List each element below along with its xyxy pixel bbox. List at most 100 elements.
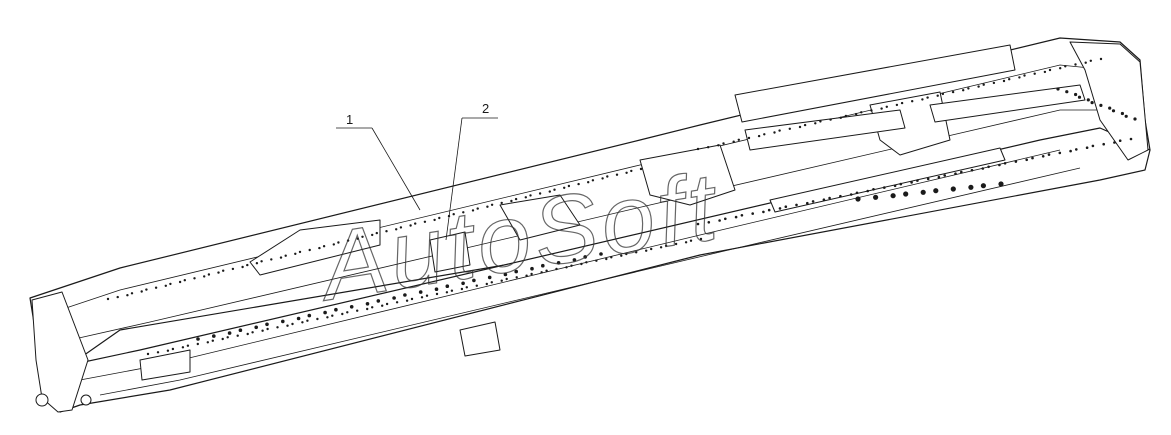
mounting-hole (910, 181, 913, 184)
mounting-hole (696, 222, 700, 226)
mounting-hole (255, 262, 259, 265)
mounting-hole (193, 277, 196, 280)
mounting-hole (116, 295, 119, 299)
mounting-hole (998, 181, 1004, 187)
mounting-hole (572, 258, 577, 262)
mounting-hole (1003, 162, 1007, 165)
mounting-hole (1084, 61, 1087, 64)
mounting-hole (839, 116, 842, 120)
mounting-hole (895, 103, 899, 107)
mounting-hole (435, 292, 439, 296)
mounting-hole (664, 244, 668, 247)
mounting-hole (265, 322, 269, 327)
mounting-hole (883, 186, 886, 189)
mounting-hole (926, 177, 930, 181)
mounting-hole (1014, 160, 1018, 163)
mounting-hole (221, 337, 224, 341)
mounting-hole (500, 279, 503, 282)
mounting-hole (514, 197, 518, 201)
callout-1-label: 1 (346, 112, 353, 127)
mounting-hole (490, 203, 494, 206)
mounting-hole (819, 120, 822, 123)
mounting-hole (1091, 144, 1095, 148)
lower-strap-right (769, 147, 1006, 213)
mounting-hole (1102, 142, 1105, 146)
mounting-hole (385, 302, 389, 306)
mounting-hole (998, 163, 1001, 167)
mounting-hole (291, 322, 294, 326)
mounting-hole (515, 276, 518, 279)
mounting-hole (203, 275, 206, 278)
mounting-hole (795, 203, 798, 207)
mounting-hole (811, 200, 815, 203)
mounting-hole (610, 256, 613, 259)
mounting-hole (950, 186, 956, 192)
mounting-hole (699, 237, 703, 241)
mounting-hole (788, 127, 791, 130)
mounting-hole (591, 179, 595, 182)
mounting-hole (541, 263, 545, 268)
mounting-hole (178, 280, 182, 284)
mounting-hole (1099, 57, 1103, 61)
mounting-hole (1086, 98, 1090, 102)
mounting-hole (524, 196, 527, 199)
mounting-hole (445, 291, 449, 294)
mounting-hole (880, 107, 883, 110)
tow-hook-bolt (80, 394, 92, 406)
mounting-hole (392, 296, 396, 300)
mounting-hole (718, 219, 721, 222)
mounting-hole (445, 284, 450, 289)
mounting-hole (462, 211, 465, 214)
mounting-hole (126, 294, 129, 297)
mounting-hole (460, 287, 464, 291)
reinforcement-plate-upper (734, 44, 1016, 123)
mounting-hole (980, 183, 987, 189)
mounting-hole (1065, 90, 1069, 94)
mounting-hole (414, 222, 417, 225)
mounting-hole (334, 307, 338, 312)
mounting-hole (844, 114, 848, 118)
mounting-hole (943, 174, 946, 177)
mounting-hole (238, 328, 243, 333)
mounting-hole (1025, 158, 1028, 162)
mounting-hole (806, 201, 809, 205)
mounting-hole (365, 302, 370, 306)
mounting-hole (505, 277, 508, 281)
mounting-hole (639, 167, 643, 171)
mounting-hole (375, 231, 378, 235)
mounting-hole (276, 326, 279, 329)
mounting-hole (981, 167, 985, 170)
mounting-hole (1074, 63, 1077, 66)
mounting-hole (331, 314, 334, 317)
mounting-hole (937, 175, 941, 179)
suspension-bracket-lower (459, 321, 501, 357)
mounting-hole (570, 264, 573, 267)
mounting-hole (684, 241, 688, 244)
mounting-hole (525, 274, 528, 277)
mounting-hole (814, 122, 817, 125)
mounting-hole (855, 196, 861, 202)
mounting-hole (954, 172, 957, 175)
frame-rail-assembly (29, 37, 1151, 413)
mounting-hole (778, 129, 781, 132)
mounting-hole (751, 212, 754, 215)
mounting-hole (587, 181, 590, 184)
mounting-hole (260, 260, 263, 263)
mounting-hole (206, 341, 209, 344)
mounting-hole (580, 262, 583, 266)
mounting-hole (438, 216, 441, 220)
mounting-hole (849, 193, 853, 196)
mounting-hole (349, 305, 354, 309)
mounting-hole (650, 247, 653, 251)
mounting-hole (403, 293, 407, 297)
mounting-hole (510, 199, 513, 203)
mounting-hole (933, 188, 939, 194)
left-gusset-plate (249, 219, 381, 276)
mounting-hole (828, 196, 831, 200)
mounting-hole (1023, 74, 1026, 77)
mounting-hole (281, 319, 285, 324)
mounting-hole (860, 111, 863, 114)
mounting-hole (140, 290, 143, 293)
mounting-hole (803, 123, 807, 127)
